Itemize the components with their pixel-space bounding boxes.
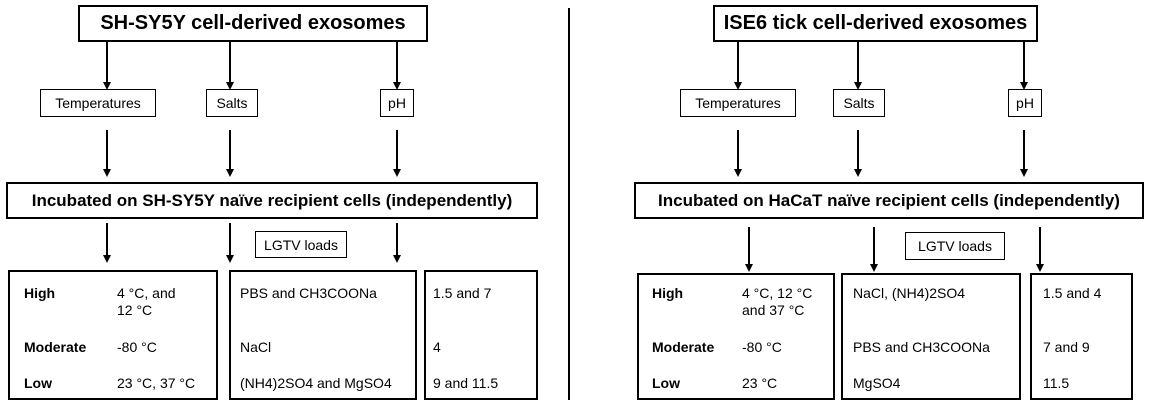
right-temp-high: 4 °C, 12 °C and 37 °C bbox=[742, 285, 813, 318]
left-ph-high: 1.5 and 7 bbox=[433, 285, 492, 301]
left-level-low: Low bbox=[24, 375, 52, 391]
left-temperature-results bbox=[8, 270, 218, 400]
left-salt-low: (NH4)2SO4 and MgSO4 bbox=[240, 375, 392, 391]
right-ph-high: 1.5 and 4 bbox=[1043, 285, 1102, 301]
left-salt-moderate: NaCl bbox=[240, 339, 272, 355]
right-condition-salts: Salts bbox=[833, 89, 885, 117]
right-level-moderate: Moderate bbox=[652, 339, 715, 355]
right-title: ISE6 tick cell-derived exosomes bbox=[713, 5, 1038, 42]
left-lgtv-loads: LGTV loads bbox=[255, 231, 347, 258]
right-ph-low: 11.5 bbox=[1043, 375, 1070, 391]
right-lgtv-loads: LGTV loads bbox=[905, 232, 1005, 260]
right-ph-moderate: 7 and 9 bbox=[1043, 339, 1090, 355]
left-ph-results bbox=[424, 270, 538, 400]
right-level-high: High bbox=[652, 285, 684, 301]
left-level-moderate: Moderate bbox=[24, 339, 87, 355]
left-condition-ph: pH bbox=[380, 89, 414, 117]
right-salt-high: NaCl, (NH4)2SO4 bbox=[853, 285, 966, 301]
right-temp-low: 23 °C bbox=[742, 375, 778, 391]
left-temp-moderate: -80 °C bbox=[117, 339, 157, 355]
right-temp-moderate: -80 °C bbox=[742, 339, 782, 355]
left-salt-results bbox=[229, 270, 417, 400]
right-incubation: Incubated on HaCaT naïve recipient cells… bbox=[634, 182, 1144, 219]
left-level-high: High bbox=[24, 285, 56, 301]
right-temperature-results bbox=[637, 273, 835, 400]
right-condition-ph: pH bbox=[1008, 89, 1042, 117]
left-condition-temperatures: Temperatures bbox=[40, 89, 156, 117]
left-ph-low: 9 and 11.5 bbox=[433, 375, 499, 391]
left-title: SH-SY5Y cell-derived exosomes bbox=[78, 5, 428, 42]
right-level-low: Low bbox=[652, 375, 680, 391]
left-condition-salts: Salts bbox=[206, 89, 258, 117]
left-temp-low: 23 °C, 37 °C bbox=[117, 375, 196, 391]
panel-divider bbox=[568, 8, 570, 400]
right-salt-results bbox=[841, 273, 1021, 400]
right-ph-results bbox=[1030, 273, 1133, 400]
left-temp-high: 4 °C, and 12 °C bbox=[117, 285, 176, 318]
left-ph-moderate: 4 bbox=[433, 339, 441, 355]
right-salt-moderate: PBS and CH3COONa bbox=[853, 339, 990, 355]
right-condition-temperatures: Temperatures bbox=[680, 89, 796, 117]
left-incubation: Incubated on SH-SY5Y naïve recipient cel… bbox=[6, 182, 538, 219]
right-salt-low: MgSO4 bbox=[853, 375, 901, 391]
left-salt-high: PBS and CH3COONa bbox=[240, 285, 377, 301]
